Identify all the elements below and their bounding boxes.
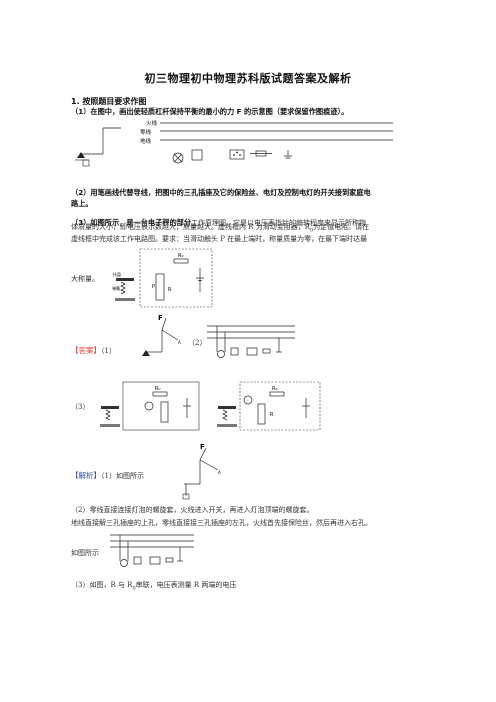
bulb-icon	[172, 152, 184, 164]
question-2-line-2: 路上。	[71, 199, 93, 208]
analysis-2-line-1: （2）零线直接连接灯泡的螺旋套，火线进入开关，再进入灯泡顶端的螺旋套。	[71, 506, 314, 514]
svg-text:P: P	[152, 284, 155, 290]
svg-text:F: F	[200, 443, 205, 451]
page-title: 初三物理初中物理苏科版试题答案及解析	[144, 72, 352, 85]
answer-circuit-figure	[207, 325, 295, 358]
label-ground: 地线	[140, 137, 152, 145]
bulb-icon	[217, 350, 225, 358]
answer-scale-figure-2: R₀ R	[217, 381, 321, 431]
analysis-row: 【解析】（1）如图所示	[71, 471, 144, 480]
switch-icon	[191, 149, 203, 161]
fuse-icon	[262, 348, 271, 354]
tray-icon	[218, 406, 236, 409]
svg-text:A: A	[178, 340, 181, 345]
svg-text:A: A	[218, 470, 221, 475]
question-1: （1）在图中，画出使轻质杠杆保持平衡的最小的力 F 的示意图（要求保留作图痕迹）…	[71, 107, 349, 116]
household-circuit-figure: 火线 零线 地线	[140, 119, 393, 164]
svg-text:R₀: R₀	[178, 253, 183, 259]
analysis-lever-figure: F A	[182, 443, 221, 500]
analysis-circuit-figure	[110, 534, 194, 567]
svg-text:R₀: R₀	[155, 386, 160, 392]
tray-icon	[101, 406, 119, 409]
switch-icon	[230, 347, 239, 356]
switch-icon	[133, 556, 142, 565]
tray-icon	[116, 278, 134, 281]
socket-icon	[229, 149, 245, 160]
question-3-line-2: 体质量的大小，即电压表示数越大，质量越大。虚线框内 R 为滑动变阻器，R0为定值…	[71, 223, 370, 234]
answer-label-row: 【答案】（1）	[71, 346, 116, 355]
pivot-icon	[142, 350, 150, 356]
analysis-label: 【解析】	[71, 471, 101, 480]
answer-lever-figure: F A	[142, 314, 181, 356]
svg-text:弹簧: 弹簧	[112, 285, 120, 291]
spring-icon	[222, 409, 228, 421]
question-3-line-4: 大称量。	[71, 275, 99, 283]
spring-icon	[120, 281, 126, 295]
question-2-line-1: （2）用笔画线代替导线，把图中的三孔插座及它的保险丝、电灯及控制电灯的开关接到家…	[71, 188, 371, 197]
question-3-line-1: （3）如图所示，是一台电子秤的部分工作原理图，它是以电压表指针的偏转程度来显示所…	[71, 218, 367, 227]
voltmeter-icon	[144, 401, 154, 411]
question-3-line-3: 虚线框中完成该工作电路图。要求：当滑动触头 P 在最上端时，称量质量为零，在最下…	[71, 235, 368, 243]
weight-icon	[82, 159, 90, 167]
label-neutral: 零线	[140, 128, 152, 136]
bulb-icon	[120, 559, 128, 567]
analysis-2-line-2: 地线直接解三孔插座的上孔，零线直接接三孔插座的左孔，火线首先接保险丝，然后再进入…	[71, 519, 372, 527]
answer-label: 【答案】	[71, 346, 101, 355]
fuse-icon	[165, 557, 174, 563]
section-heading: 1. 按照题目要求作图	[71, 97, 147, 106]
lever-figure	[75, 127, 121, 167]
weight-icon	[182, 493, 190, 500]
svg-text:R: R	[168, 287, 172, 293]
spring-icon	[105, 409, 111, 421]
analysis-3-line: （3）如图，R 与 R0串联，电压表测量 R 两端的电压	[71, 581, 237, 592]
answer-scale-figure-1: R₀	[100, 381, 200, 431]
svg-text:R: R	[270, 412, 274, 418]
pivot-icon	[77, 152, 85, 158]
voltmeter-icon	[243, 395, 253, 405]
socket-icon	[246, 347, 258, 356]
label-live: 火线	[146, 119, 158, 127]
svg-text:托盘: 托盘	[113, 271, 121, 277]
scale-figure: R₀ P R 托盘 弹簧	[112, 248, 213, 308]
socket-icon	[149, 556, 161, 565]
analysis-2-line-3: 如图所示	[71, 549, 99, 557]
answer-2-label: （2）	[188, 339, 207, 347]
svg-text:R₀: R₀	[272, 386, 277, 392]
answer-3-label: （3）	[71, 403, 90, 411]
svg-text:F: F	[158, 314, 163, 322]
